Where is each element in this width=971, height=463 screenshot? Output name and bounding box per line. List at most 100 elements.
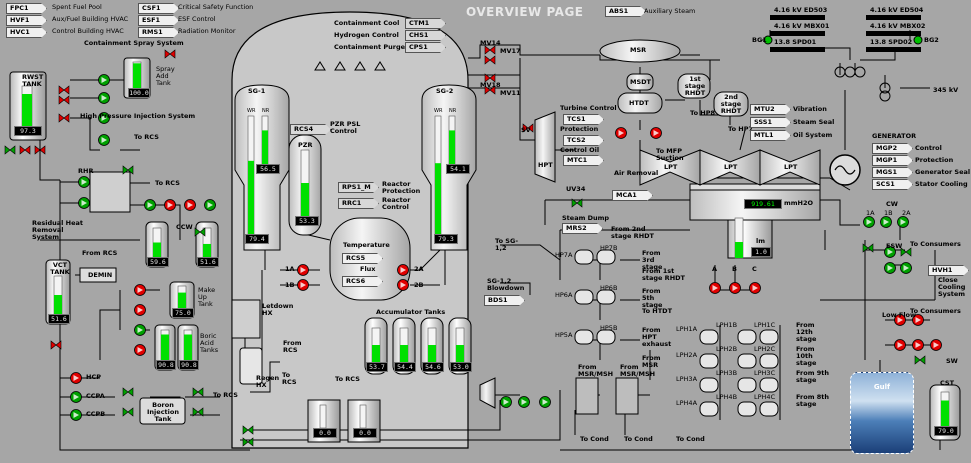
legend-tag-fpc1[interactable]: FPC1 (6, 3, 47, 14)
valve-mv14[interactable] (484, 45, 496, 55)
ccw-pump-2[interactable] (164, 199, 176, 211)
ccw-pump-4[interactable] (204, 199, 216, 211)
cond-pump-c[interactable] (749, 282, 761, 294)
valve-boron-2[interactable] (122, 407, 134, 417)
rcp-2b[interactable] (397, 279, 409, 291)
sw-pump-1[interactable] (894, 314, 906, 326)
valve-rwst-2[interactable] (58, 95, 70, 105)
mgs1-button[interactable]: MGS1 (872, 167, 913, 178)
valve-steam-dump[interactable] (571, 198, 583, 208)
mca1-button[interactable]: MCA1 (612, 190, 653, 201)
valve-rwst-4[interactable] (4, 145, 16, 155)
mfp-pump-a[interactable] (615, 127, 627, 139)
sss1-button[interactable]: SSS1 (750, 117, 791, 128)
from-msr-msh-label-2: From MSR/MSH (620, 363, 656, 378)
hpi-pump-a[interactable] (98, 112, 110, 124)
legend-tag-esf1[interactable]: ESF1 (138, 15, 179, 26)
spray-pump-a[interactable] (98, 74, 110, 86)
rcp-1b[interactable] (297, 279, 309, 291)
rcp-2a[interactable] (397, 264, 409, 276)
makeup-pump-a[interactable] (134, 284, 146, 296)
valve-rwst-5[interactable] (19, 145, 31, 155)
rhr-pump-a[interactable] (78, 176, 90, 188)
mgp1-button[interactable]: MGP1 (872, 155, 913, 166)
rcs6-button[interactable]: RCS6 (342, 276, 383, 287)
condensate-pump-2[interactable] (518, 396, 530, 408)
valve-rcs-1[interactable] (122, 165, 134, 175)
valve-ret-1[interactable] (242, 425, 254, 435)
scs1-button[interactable]: SCS1 (872, 179, 913, 190)
tcs1-button[interactable]: TCS1 (563, 114, 604, 125)
valve-sv[interactable] (522, 123, 534, 133)
legend-text-esf1: ESF Control (178, 15, 216, 23)
vibration-label: Vibration (793, 105, 827, 113)
mtc1-button[interactable]: MTC1 (563, 155, 604, 166)
sg2-nr-readout: 54.1 (446, 164, 470, 174)
sw-pump-2[interactable] (912, 314, 924, 326)
makeup-level-readout: 75.0 (172, 308, 194, 318)
rcs4-button[interactable]: RCS4 (290, 124, 331, 135)
spray-pump-b[interactable] (98, 92, 110, 104)
mtu2-button[interactable]: MTU2 (750, 104, 791, 115)
legend-tag-abs1[interactable]: ABS1 (605, 6, 646, 17)
valve-ret-2[interactable] (242, 437, 254, 447)
cond-pump-a[interactable] (709, 282, 721, 294)
valve-vct-1[interactable] (50, 340, 62, 350)
hcp-pump[interactable] (70, 372, 82, 384)
valve-rwst-3[interactable] (58, 113, 70, 123)
ccpa-pump[interactable] (70, 391, 82, 403)
boric-pump-b[interactable] (134, 344, 146, 356)
condensate-pump-1[interactable] (500, 396, 512, 408)
ccw-pump-3[interactable] (184, 199, 196, 211)
valve-mv18[interactable] (484, 73, 496, 83)
rcp-1a[interactable] (297, 264, 309, 276)
mrs2-button[interactable]: MRS2 (562, 223, 603, 234)
hvh1-button[interactable]: HVH1 (928, 265, 969, 276)
legend-tag-hvf1[interactable]: HVF1 (6, 15, 47, 26)
sw-pump-4[interactable] (912, 339, 924, 351)
valve-cw-1[interactable] (862, 243, 874, 253)
makeup-pump-b[interactable] (134, 304, 146, 316)
cw-pump-1a[interactable] (863, 216, 875, 228)
sw-pump-3[interactable] (894, 339, 906, 351)
hpi-pump-b[interactable] (98, 134, 110, 146)
legend-tag-hvc1[interactable]: HVC1 (6, 27, 47, 38)
mgp2-button[interactable]: MGP2 (872, 143, 913, 154)
bds1-button[interactable]: BDS1 (484, 295, 525, 306)
rps1-button[interactable]: RPS1_M (338, 182, 379, 193)
esw-pump-1[interactable] (884, 246, 896, 258)
valve-esw-1[interactable] (900, 247, 912, 257)
legend-tag-rms1[interactable]: RMS1 (138, 27, 179, 38)
rcs5-button[interactable]: RCS5 (342, 253, 383, 264)
valve-boron-3[interactable] (192, 387, 204, 397)
rrc1-button[interactable]: RRC1 (338, 198, 379, 209)
ctm1-button[interactable]: CTM1 (405, 18, 446, 29)
valve-sw-1[interactable] (914, 355, 926, 365)
sw-pump-5[interactable] (930, 339, 942, 351)
condensate-pump-3[interactable] (539, 396, 551, 408)
mtl1-button[interactable]: MTL1 (750, 130, 791, 141)
valve-rwst-1[interactable] (58, 85, 70, 95)
legend-tag-csf1[interactable]: CSF1 (138, 3, 179, 14)
valve-mv11[interactable] (484, 85, 496, 95)
valve-boron-4[interactable] (192, 407, 204, 417)
tcs2-button[interactable]: TCS2 (563, 135, 604, 146)
cw-pump-2a[interactable] (897, 216, 909, 228)
cw-pump-1b[interactable] (880, 216, 892, 228)
esw-pump-2[interactable] (884, 262, 896, 274)
chs1-button[interactable]: CHS1 (405, 30, 446, 41)
ccpb-pump[interactable] (70, 409, 82, 421)
rhr-pump-b[interactable] (78, 197, 90, 209)
valve-mv17[interactable] (484, 55, 496, 65)
cps1-button[interactable]: CPS1 (405, 42, 446, 53)
boric-pump-a[interactable] (134, 324, 146, 336)
valve-rwst-6[interactable] (34, 145, 46, 155)
valve-spray-1[interactable] (164, 49, 176, 59)
ccw-pump-1[interactable] (144, 199, 156, 211)
mfp-pump-b[interactable] (650, 127, 662, 139)
esw-pump-3[interactable] (900, 262, 912, 274)
makeup-level-fill (178, 292, 186, 308)
valve-boron-1[interactable] (122, 387, 134, 397)
cond-pump-b[interactable] (729, 282, 741, 294)
valve-rcs-2[interactable] (194, 227, 206, 237)
